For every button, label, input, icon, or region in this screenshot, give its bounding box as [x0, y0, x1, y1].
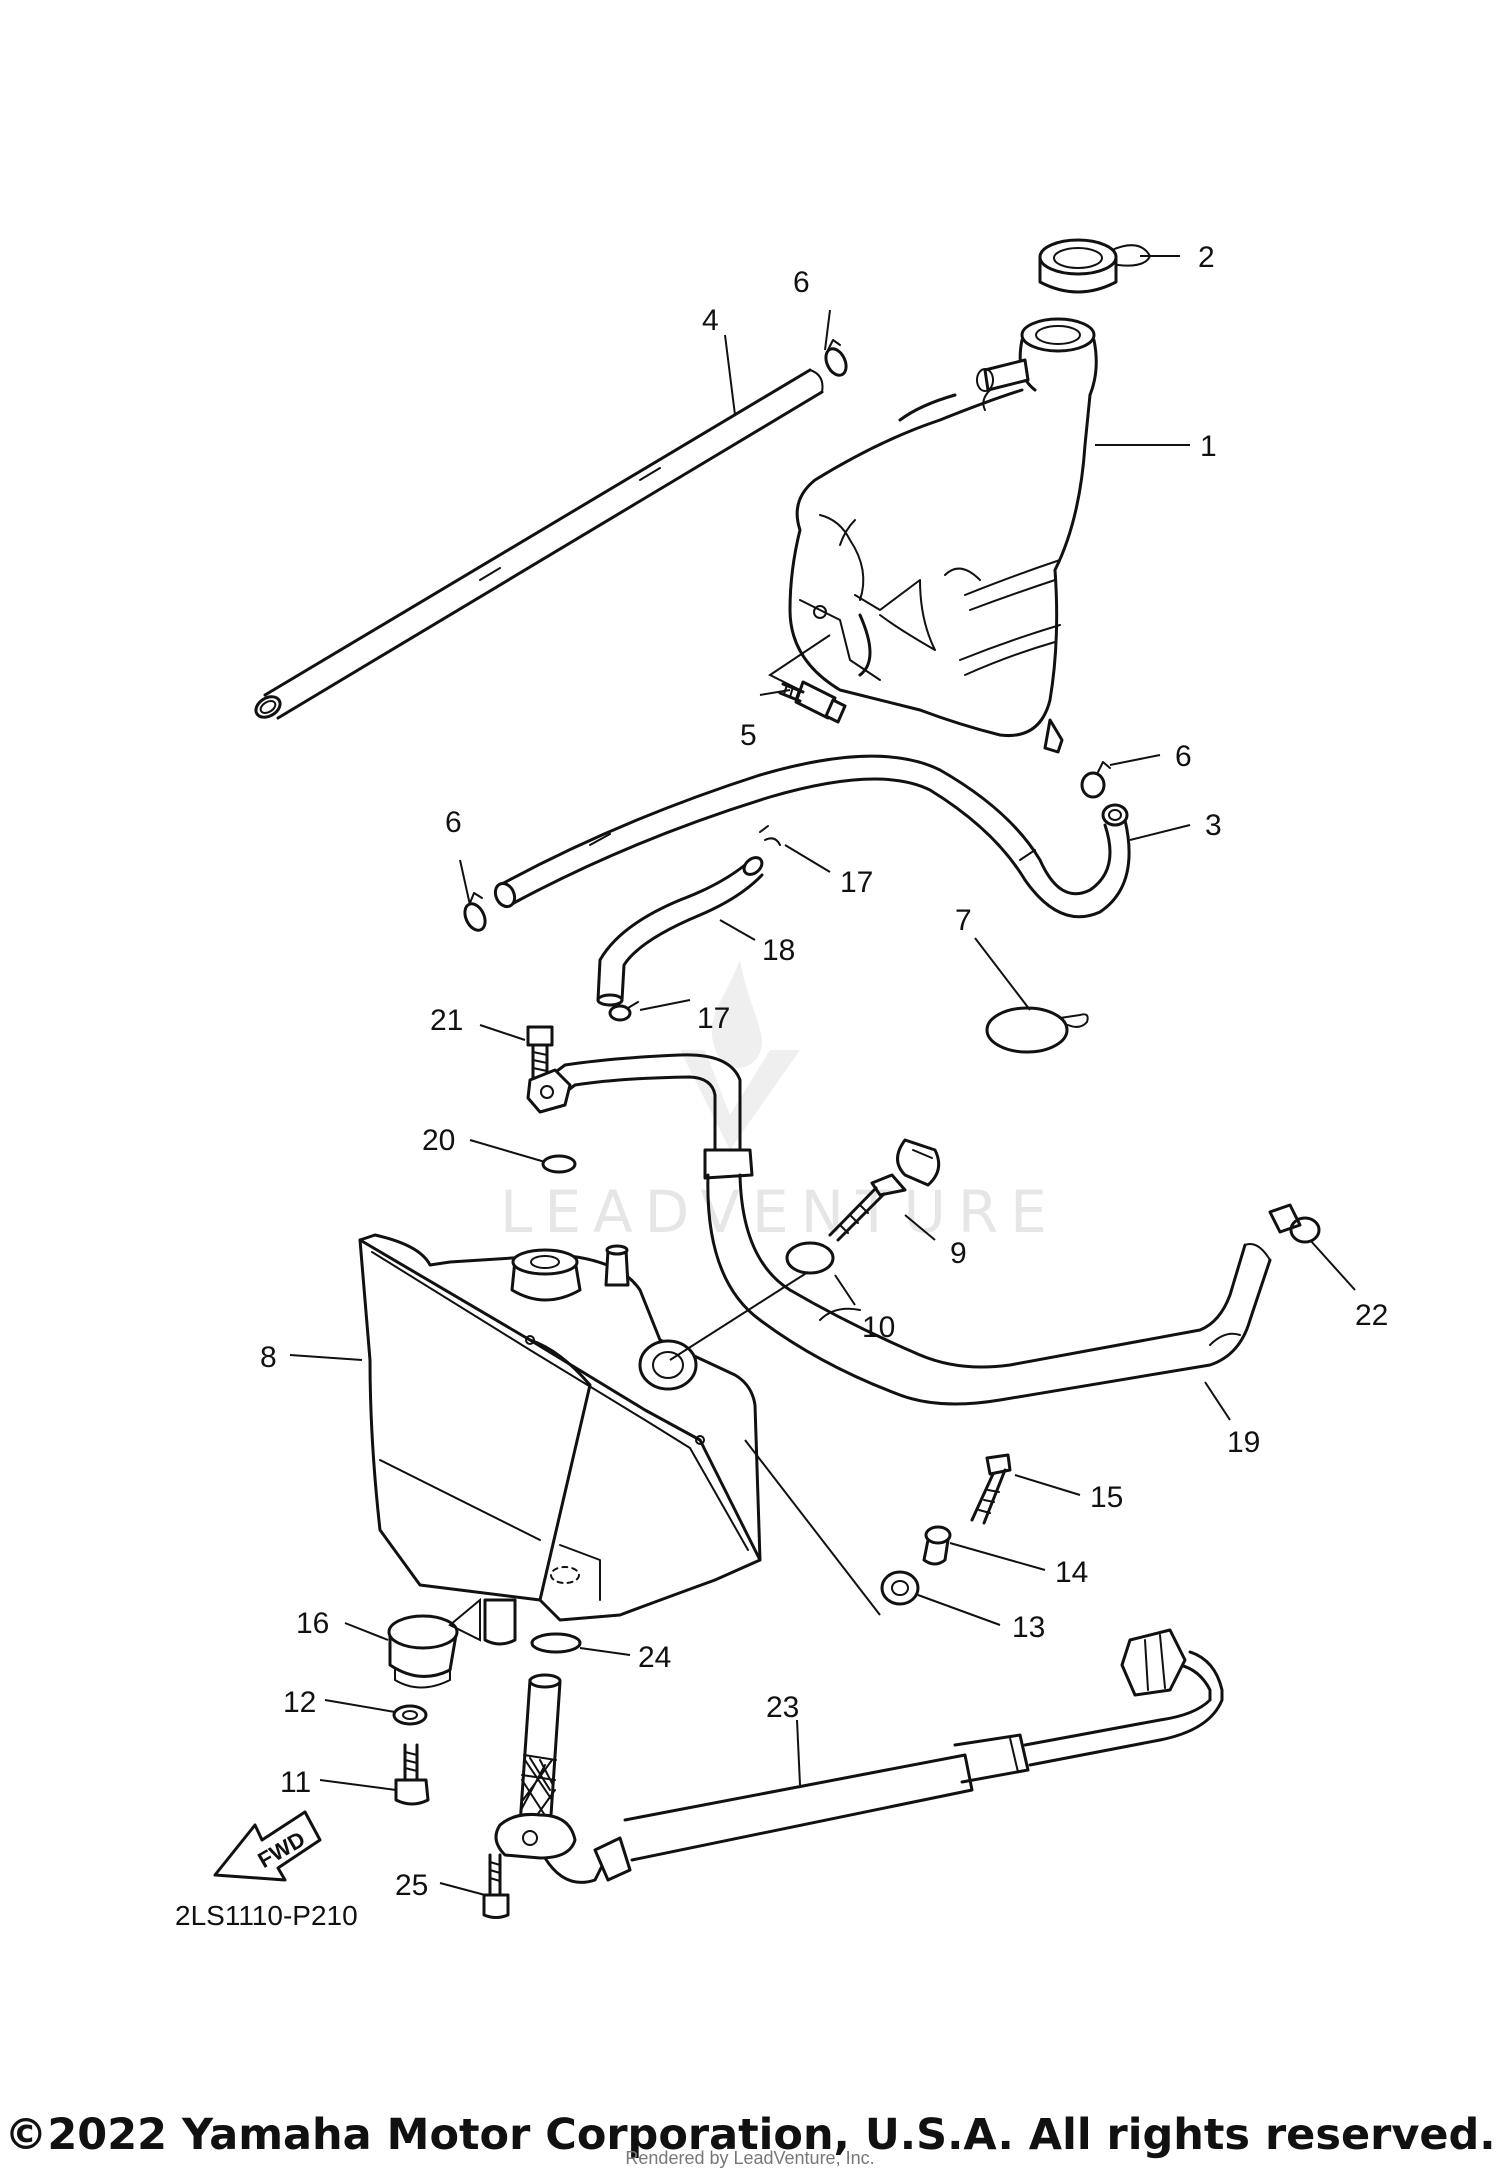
callout-19: 19	[1227, 1426, 1260, 1459]
part-23-strainer-pipe	[494, 1628, 1224, 1884]
copyright-text: ©2022 Yamaha Motor Corporation, U.S.A. A…	[4, 2110, 1496, 2160]
part-21-bolt	[526, 1025, 554, 1080]
callout-22: 22	[1355, 1299, 1388, 1332]
callout-24: 24	[638, 1641, 671, 1674]
part-2-cap	[1038, 238, 1151, 294]
callout-10: 10	[862, 1311, 895, 1344]
callout-17-bottom: 17	[697, 1002, 730, 1035]
callout-4: 4	[702, 304, 719, 337]
part-18-hose	[596, 856, 764, 1007]
callout-17-top: 17	[840, 866, 873, 899]
callout-13: 13	[1012, 1611, 1045, 1644]
callout-15: 15	[1090, 1481, 1123, 1514]
part-17-clamp-bottom	[608, 1001, 639, 1022]
callout-5: 5	[740, 719, 757, 752]
part-oil-pipe	[526, 1053, 754, 1180]
part-25-bolt	[482, 1853, 510, 1919]
part-13-grommet	[880, 1570, 920, 1606]
callout-12: 12	[283, 1686, 316, 1719]
part-17-clamp-top	[759, 825, 781, 846]
part-4-hose	[254, 368, 824, 720]
diagram-code: 2LS1110-P210	[175, 1900, 358, 1931]
part-6-clamp-top	[824, 339, 848, 377]
callout-23: 23	[766, 1691, 799, 1724]
part-24-o-ring	[530, 1632, 582, 1654]
watermark-text: LEADVENTURE	[500, 1178, 1059, 1246]
callout-25: 25	[395, 1869, 428, 1902]
callout-11: 11	[280, 1766, 311, 1799]
callout-6-top: 6	[793, 266, 810, 299]
part-3-hose	[493, 754, 1131, 919]
part-20-o-ring	[541, 1154, 577, 1174]
part-8-oil-tank	[358, 1233, 762, 1646]
callout-6-right: 6	[1175, 740, 1192, 773]
part-14-collar	[922, 1525, 952, 1566]
callout-8: 8	[260, 1341, 277, 1374]
callout-leaders	[289, 255, 1356, 1896]
part-22-clamp	[1268, 1203, 1321, 1244]
part-6-clamp-right	[1080, 761, 1111, 799]
callout-16: 16	[296, 1607, 329, 1640]
part-6-clamp-left	[463, 892, 487, 932]
callout-1: 1	[1200, 430, 1217, 463]
callout-6-left: 6	[445, 806, 462, 839]
part-11-bolt	[394, 1743, 430, 1806]
part-1-reservoir-tank	[788, 317, 1098, 754]
part-5-bolt	[778, 680, 847, 724]
part-15-bolt	[970, 1453, 1012, 1525]
part-7-clip	[985, 1006, 1089, 1054]
part-16-plug	[387, 1614, 459, 1689]
part-9-dipstick	[828, 1138, 941, 1242]
part-10-o-ring	[785, 1241, 835, 1275]
part-12-washer	[392, 1704, 428, 1726]
fwd-arrow-icon: FWD	[213, 1810, 322, 1882]
part-19-hose	[706, 1173, 1272, 1406]
callout-20: 20	[422, 1124, 455, 1157]
callout-9: 9	[950, 1237, 967, 1270]
rendered-by-text: Rendered by LeadVenture, Inc.	[625, 2148, 875, 2168]
callout-2: 2	[1198, 241, 1215, 274]
callout-14: 14	[1055, 1556, 1088, 1589]
callout-3: 3	[1205, 809, 1222, 842]
callout-18: 18	[762, 934, 795, 967]
callout-21: 21	[430, 1004, 463, 1037]
callout-7: 7	[955, 904, 972, 937]
